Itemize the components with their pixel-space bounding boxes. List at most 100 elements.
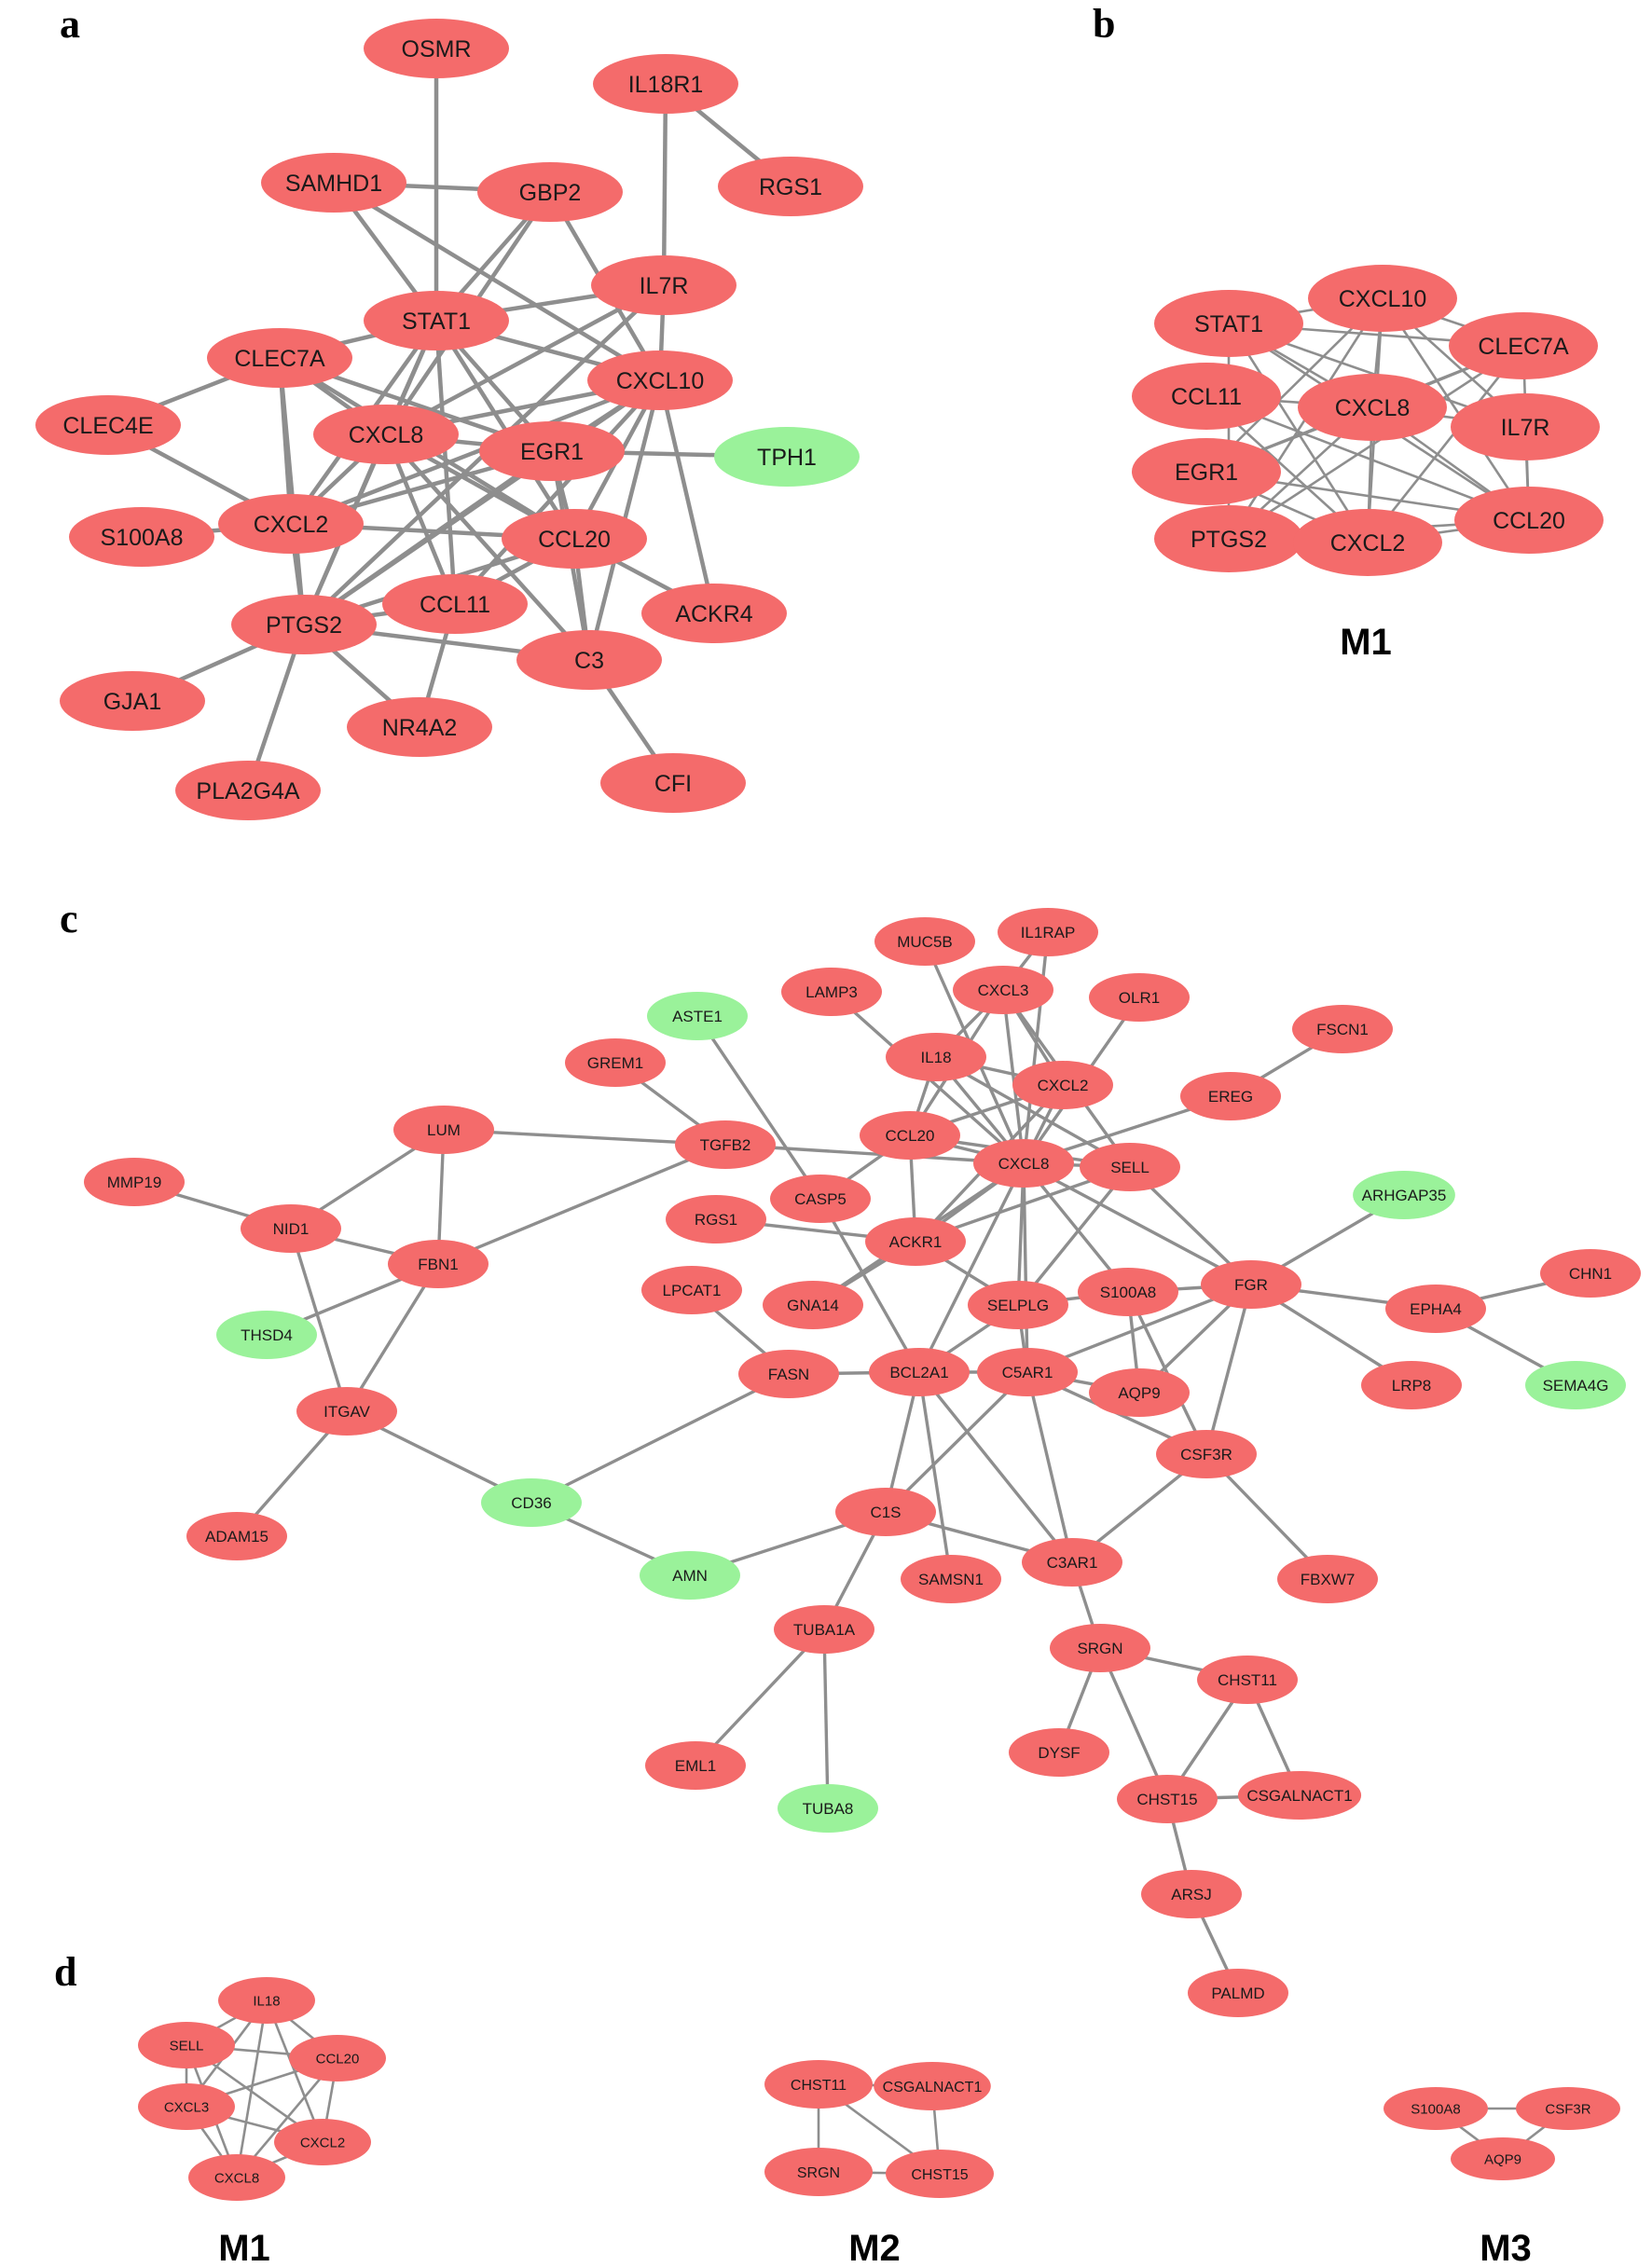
- panel-a-node-ackr4: ACKR4: [641, 584, 787, 643]
- panel-c-node-label-tuba1a: TUBA1A: [793, 1621, 856, 1639]
- panel-b-node-label-stat1: STAT1: [1194, 311, 1263, 337]
- panel-d-m1-node-shape-sell: [138, 2022, 235, 2068]
- panel-c-node-label-muc5b: MUC5B: [897, 933, 953, 951]
- panel-c-node-fbn1: FBN1: [388, 1240, 489, 1288]
- panel-c-node-shape-samsn1: [901, 1555, 1001, 1603]
- panel-c-node-tuba8: TUBA8: [778, 1784, 878, 1833]
- panel-d-m1-node-label-cxcl8: CXCL8: [214, 2170, 259, 2186]
- panel-c-node-shape-arhgap35: [1353, 1171, 1455, 1219]
- panel-a-edge-cxcl10-cxcl2: [290, 378, 661, 527]
- panel-a-node-shape-tph1: [714, 427, 860, 487]
- panel-c-node-label-chst15: CHST15: [1136, 1791, 1197, 1808]
- panel-c-node-shape-sell: [1080, 1143, 1180, 1191]
- panel-c-node-csf3r: CSF3R: [1156, 1430, 1257, 1478]
- panel-a-node-shape-ptgs2: [231, 595, 377, 654]
- panel-c-node-shape-c1s: [835, 1488, 936, 1536]
- panel-c-node-sema4g: SEMA4G: [1525, 1361, 1626, 1409]
- panel-a-node-shape-cxcl8: [313, 405, 459, 464]
- panel-c-node-shape-fasn: [738, 1350, 839, 1398]
- panel-a-node-label-il7r: IL7R: [640, 273, 689, 299]
- panel-c-edge-c5ar1-c3ar1: [1026, 1371, 1074, 1563]
- panel-c-edge-bcl2a1-c3ar1: [917, 1370, 1074, 1564]
- panel-a-node-cxcl8: CXCL8: [313, 405, 459, 464]
- panel-c-node-shape-il18: [886, 1033, 986, 1081]
- panel-c-node-label-gna14: GNA14: [787, 1297, 839, 1314]
- panel-d-m2-node-label-chst15: CHST15: [911, 2167, 968, 2183]
- panel-c-node-shape-mmp19: [84, 1158, 185, 1206]
- panel-d-m1-node-sell: SELL: [138, 2022, 235, 2068]
- panel-c-node-srgn: SRGN: [1050, 1624, 1150, 1672]
- panel-a-node-label-gja1: GJA1: [103, 689, 162, 715]
- panel-c-node-nid1: NID1: [241, 1204, 341, 1253]
- panel-c-node-arhgap35: ARHGAP35: [1353, 1171, 1455, 1219]
- panel-d-m1-node-shape-cxcl2: [274, 2119, 371, 2165]
- panel-b-letter: b: [1093, 1, 1115, 47]
- panel-d-m3-node-shape-aqp9: [1451, 2137, 1555, 2180]
- panel-c-node-shape-tuba8: [778, 1784, 878, 1833]
- panel-d-m2-node-shape-chst11: [764, 2060, 873, 2109]
- panel-c-node-shape-cxcl2: [1012, 1061, 1113, 1109]
- panel-a-node-ccl20: CCL20: [502, 509, 647, 569]
- panel-c-node-rgs1: RGS1: [666, 1195, 766, 1243]
- panel-a-node-shape-clec7a: [207, 328, 352, 388]
- panel-a-node-shape-clec4e: [35, 395, 181, 455]
- panel-c-node-label-fbn1: FBN1: [418, 1256, 458, 1273]
- panel-c-node-shape-il1rap: [998, 908, 1098, 956]
- panel-c-node-label-c5ar1: C5AR1: [1002, 1364, 1053, 1381]
- panel-b-node-shape-clec7a: [1449, 312, 1598, 379]
- panel-c-node-sell: SELL: [1080, 1143, 1180, 1191]
- panel-c-node-adam15: ADAM15: [186, 1512, 287, 1560]
- panel-a-node-label-osmr: OSMR: [402, 36, 472, 62]
- panel-b-node-label-il7r: IL7R: [1501, 415, 1550, 441]
- panel-c-node-label-itgav: ITGAV: [324, 1403, 370, 1421]
- panel-b-node-label-egr1: EGR1: [1175, 460, 1238, 486]
- panel-c-node-fbxw7: FBXW7: [1277, 1555, 1378, 1603]
- panel-a-edges: [106, 48, 792, 791]
- panel-a-node-ptgs2: PTGS2: [231, 595, 377, 654]
- panel-c-node-ereg: EREG: [1180, 1072, 1281, 1120]
- panel-c-node-label-epha4: EPHA4: [1410, 1300, 1462, 1318]
- panel-c-node-itgav: ITGAV: [296, 1387, 397, 1436]
- panel-d-m2-node-shape-chst15: [886, 2150, 994, 2198]
- panel-c-node-shape-itgav: [296, 1387, 397, 1436]
- panel-c-edge-aste1-casp5: [695, 1015, 822, 1200]
- panel-d-m1-node-cxcl8: CXCL8: [188, 2154, 285, 2201]
- panel-c-node-shape-lrp8: [1361, 1361, 1462, 1409]
- panel-c-edge-tuba1a-tuba8: [822, 1628, 830, 1809]
- panel-c-node-shape-fbxw7: [1277, 1555, 1378, 1603]
- panel-c-edge-fbn1-itgav: [345, 1263, 440, 1412]
- panel-c-node-il1rap: IL1RAP: [998, 908, 1098, 956]
- panel-c-node-eml1: EML1: [645, 1741, 746, 1790]
- panel-c-node-shape-fscn1: [1292, 1005, 1393, 1053]
- panel-a-edge-egr1-ptgs2: [302, 449, 554, 626]
- panel-c-node-shape-nid1: [241, 1204, 341, 1253]
- panel-c-node-label-bcl2a1: BCL2A1: [889, 1364, 948, 1381]
- panel-c-node-label-il1rap: IL1RAP: [1021, 924, 1076, 941]
- panel-d-m3-node-shape-csf3r: [1516, 2087, 1620, 2130]
- panel-c-node-shape-bcl2a1: [869, 1348, 970, 1396]
- panel-c-edge-tuba1a-eml1: [694, 1628, 826, 1767]
- panel-c-node-label-chn1: CHN1: [1569, 1265, 1612, 1283]
- panel-c-node-cxcl3: CXCL3: [953, 966, 1053, 1014]
- panel-c-node-shape-aste1: [647, 992, 748, 1040]
- panel-d-m1-node-shape-cxcl3: [138, 2083, 235, 2130]
- panel-d-m2-node-csgalnact1: CSGALNACT1: [874, 2062, 991, 2110]
- panel-a-node-pla2g4a: PLA2G4A: [175, 761, 321, 820]
- panel-c-node-label-sell: SELL: [1110, 1159, 1150, 1176]
- panel-a-node-ccl11: CCL11: [382, 574, 528, 634]
- panel-c-node-label-lum: LUM: [427, 1121, 461, 1139]
- panel-a-edge-cxcl10-ackr4: [657, 379, 717, 614]
- panel-c-node-lpcat1: LPCAT1: [641, 1266, 742, 1314]
- panel-b-node-label-cxcl10: CXCL10: [1339, 286, 1427, 312]
- panel-c-node-selplg: SELPLG: [968, 1281, 1068, 1329]
- panel-a-node-shape-ccl11: [382, 574, 528, 634]
- panel-a-node-egr1: EGR1: [479, 421, 625, 481]
- panel-a-node-label-s100a8: S100A8: [101, 525, 184, 551]
- panel-c-node-shape-c5ar1: [977, 1348, 1078, 1396]
- panel-c-node-c3ar1: C3AR1: [1022, 1538, 1122, 1587]
- panel-d-m1-node-label-il18: IL18: [253, 1993, 280, 2009]
- panel-c-node-bcl2a1: BCL2A1: [869, 1348, 970, 1396]
